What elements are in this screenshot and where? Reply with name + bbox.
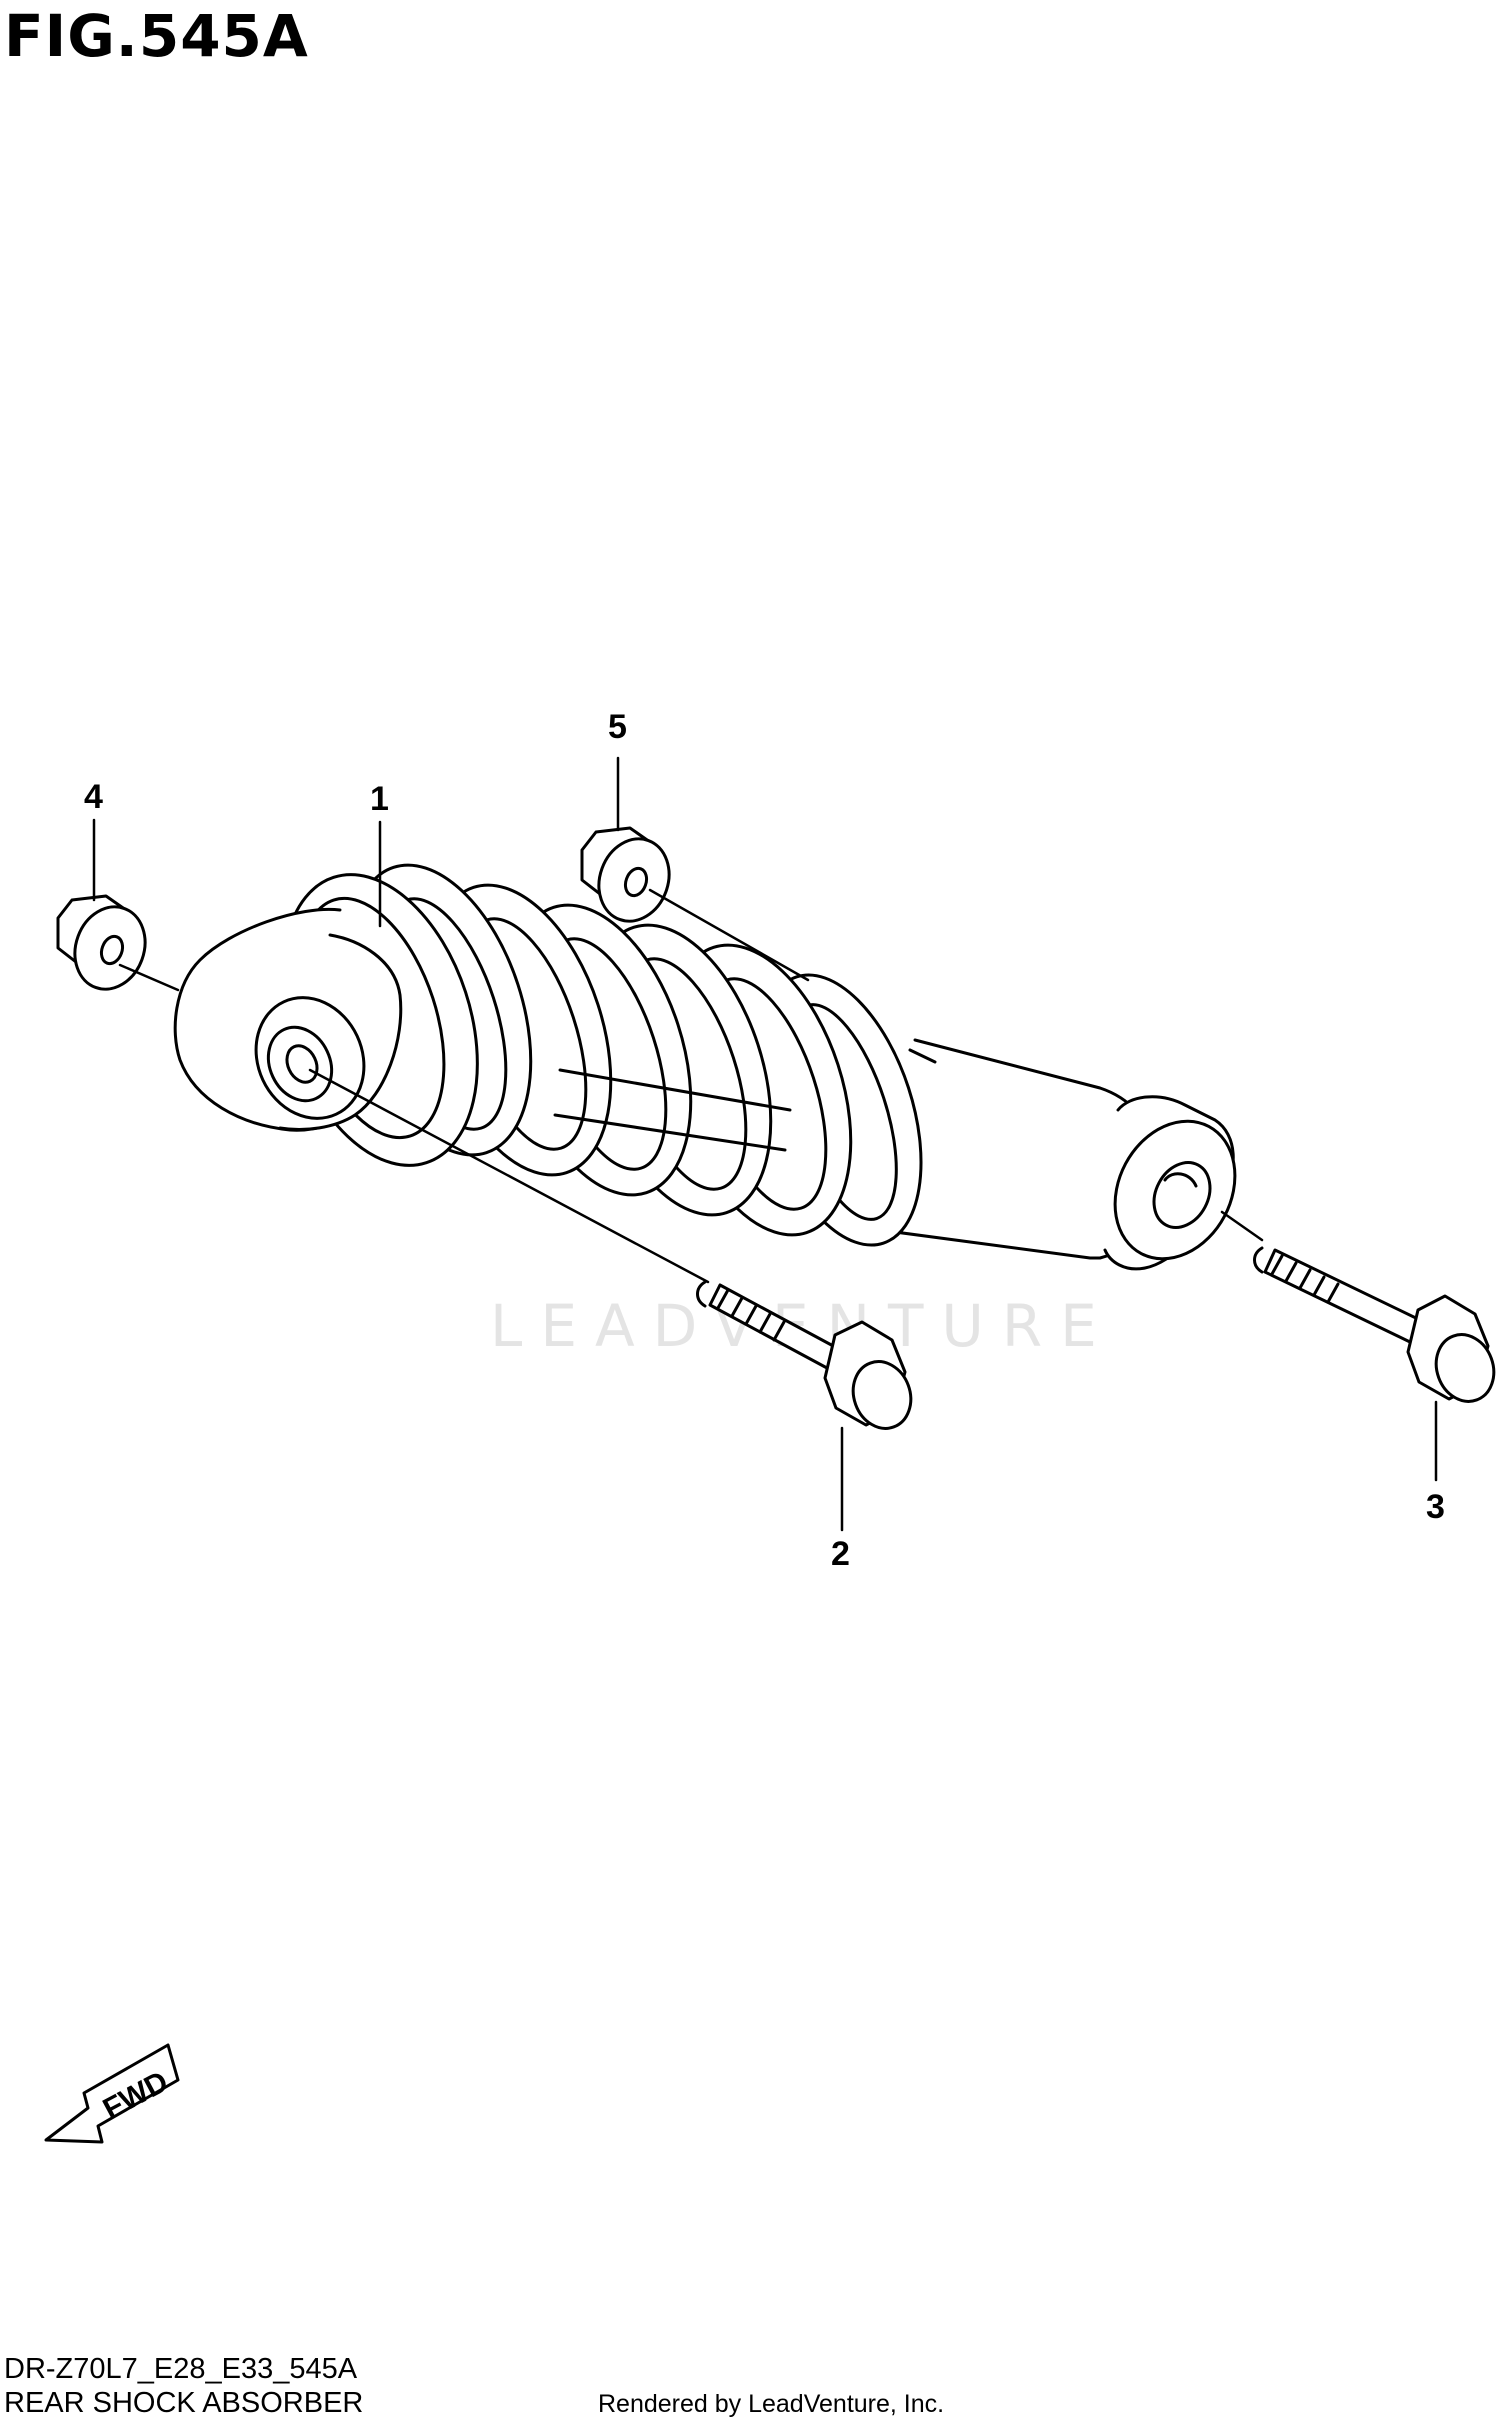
- callout-5: 5: [608, 708, 627, 747]
- callout-1: 1: [370, 780, 389, 819]
- callout-4: 4: [84, 778, 103, 817]
- bolt-3: [1255, 1248, 1500, 1410]
- model-code: DR-Z70L7_E28_E33_545A: [4, 2353, 357, 2386]
- callout-2: 2: [831, 1535, 850, 1574]
- bolt-2: [698, 1282, 920, 1437]
- section-title: REAR SHOCK ABSORBER: [4, 2387, 363, 2420]
- lower-eye-mount: [1092, 1097, 1258, 1280]
- render-credit: Rendered by LeadVenture, Inc.: [598, 2390, 944, 2419]
- fwd-direction-marker: FWD: [46, 2045, 178, 2142]
- callout-3: 3: [1426, 1488, 1445, 1527]
- flange-nut-4: [58, 896, 156, 999]
